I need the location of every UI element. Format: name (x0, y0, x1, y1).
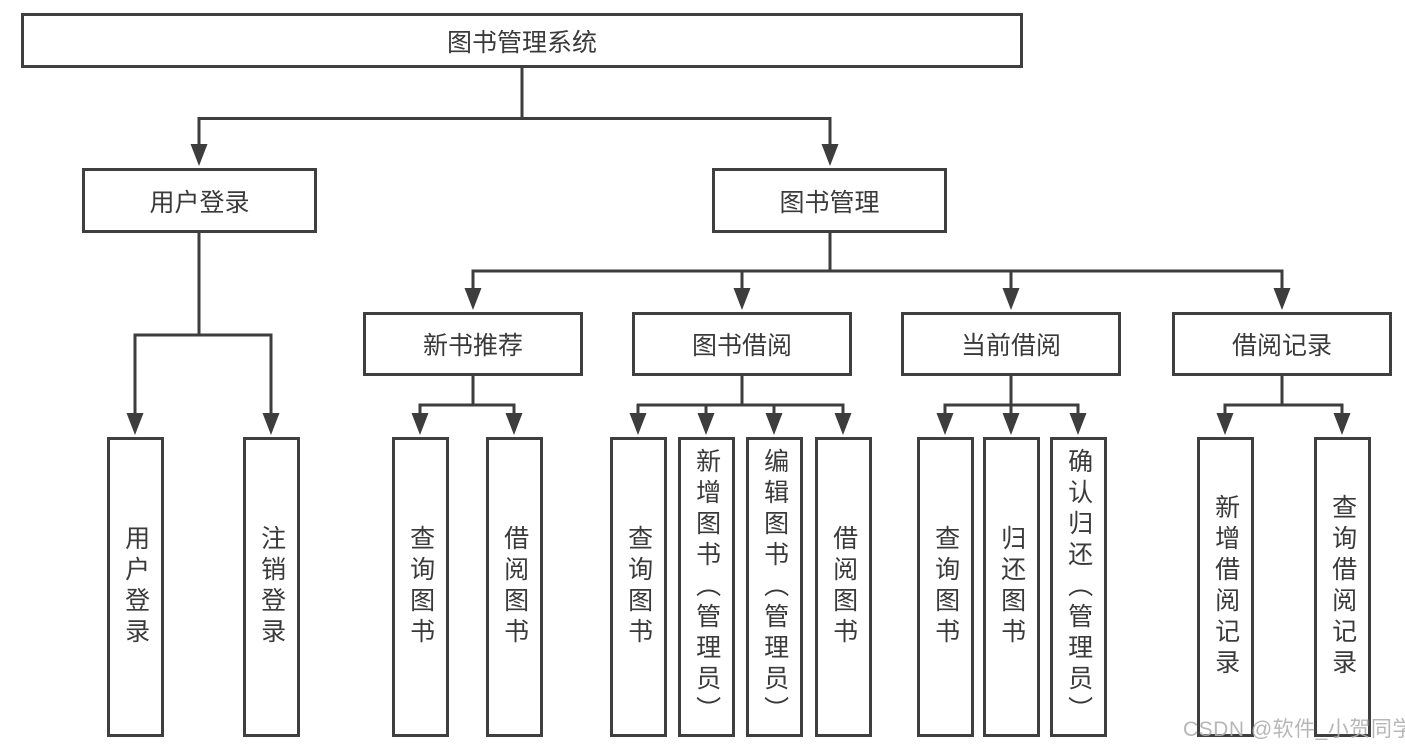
leaf-add-borrow-record: 新增借阅记录 (1197, 437, 1254, 737)
leaf-add-books-admin: 新增图书（管理员） (678, 437, 735, 737)
leaf-query-books-recommend: 查询图书 (392, 437, 449, 737)
arrowheads (126, 144, 1351, 435)
node-new-book-recommendation: 新书推荐 (363, 312, 583, 376)
leaf-query-borrow-record: 查询借阅记录 (1314, 437, 1371, 737)
leaf-user-login: 用户登录 (107, 437, 164, 737)
watermark-text: CSDN @软件_小贺同学 (1183, 718, 1405, 741)
leaf-edit-books-admin: 编辑图书（管理员） (746, 437, 803, 737)
node-library-management-system: 图书管理系统 (21, 13, 1023, 68)
leaf-query-books-current: 查询图书 (917, 437, 974, 737)
leaf-return-books: 归还图书 (983, 437, 1040, 737)
node-current-borrowing: 当前借阅 (901, 312, 1121, 376)
node-user-login: 用户登录 (82, 168, 317, 233)
leaf-borrow-books-borrowing: 借阅图书 (815, 437, 872, 737)
leaf-confirm-return-admin: 确认归还（管理员） (1050, 437, 1107, 737)
node-book-management: 图书管理 (712, 168, 947, 233)
leaf-logout: 注销登录 (243, 437, 300, 737)
leaf-query-books-borrowing: 查询图书 (610, 437, 667, 737)
node-book-borrowing: 图书借阅 (632, 312, 852, 376)
node-borrowing-records: 借阅记录 (1172, 312, 1392, 376)
leaf-borrow-books-recommend: 借阅图书 (486, 437, 543, 737)
